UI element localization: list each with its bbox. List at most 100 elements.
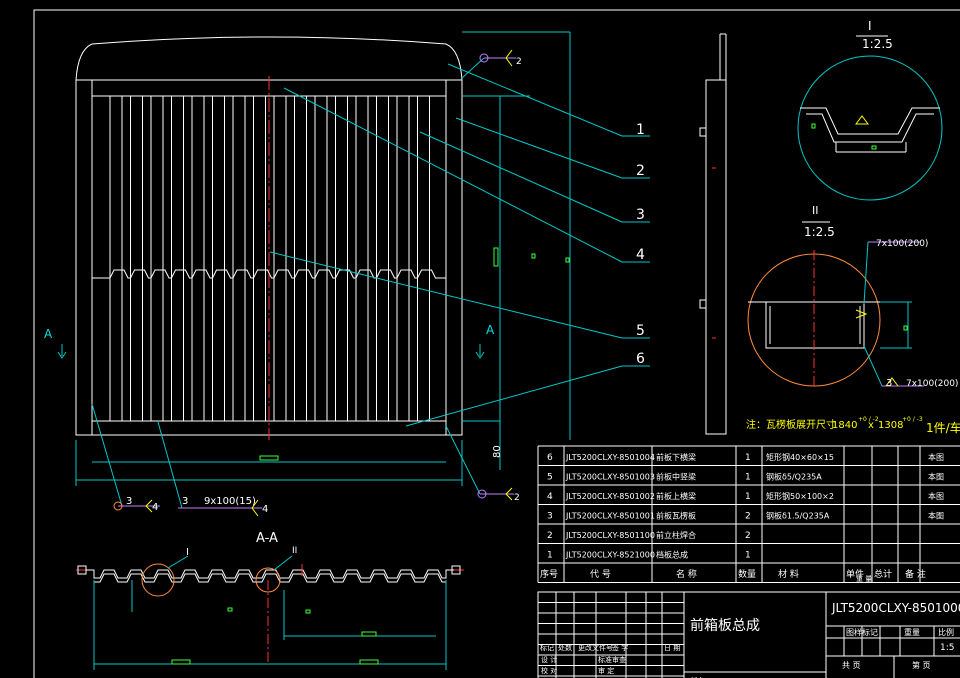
bom-cell-qty: 1 (745, 453, 751, 463)
bom-cell-name: 前板上横梁 (656, 491, 696, 501)
detail-I-label: I (868, 19, 872, 33)
bom-cell-material: 钢板δ5/Q235A (766, 472, 822, 482)
bom-cell-qty: 1 (745, 551, 751, 561)
callout-1: 1 (636, 122, 645, 138)
callout-5: 5 (636, 323, 645, 339)
section-arrow-right (475, 344, 485, 359)
bom-header: 数量 (738, 568, 756, 580)
callout-2: 2 (636, 163, 645, 179)
bom-cell-no: 4 (547, 492, 553, 502)
note-dim-a-tol: +0 / -2 (858, 416, 879, 423)
weld-symbol-bottom-right (445, 425, 514, 501)
drawing-frame (33, 9, 960, 678)
bom-cell-no: 3 (547, 512, 553, 522)
top-arch (75, 36, 463, 81)
detail-I-scale: 1:2.5 (862, 37, 893, 51)
bom-header: 序号 (540, 568, 558, 580)
bom-cell-name: 前板下横梁 (656, 452, 696, 462)
bom-cell-name: 前板中竖梁 (656, 472, 696, 482)
title-block: 前箱板总成JLT5200CLXY-8501000图样标记重量比例1:5共 页第 … (537, 591, 960, 678)
dim-mark-small-2 (565, 257, 570, 263)
bom-cell-material: 钢板δ1.5/Q235A (766, 511, 830, 521)
bom-cell-qty: 1 (745, 492, 751, 502)
note-x: x (868, 420, 874, 431)
bom-cell-code: JLT5200CLXY-8501002 (565, 492, 655, 501)
bom-cell-no: 6 (547, 453, 553, 463)
dim-text-mark (259, 455, 279, 461)
bom-cell-code: JLT5200CLXY-8501004 (565, 453, 655, 462)
bom-cell-qty: 2 (745, 531, 751, 541)
note-dim-b-tol: +0 / -3 (902, 416, 923, 423)
dim-mark-small (531, 253, 536, 259)
callout-6: 6 (636, 351, 645, 367)
note-per-vehicle: 1件/车 (926, 420, 960, 435)
bom-cell-no: 5 (547, 473, 553, 483)
bom-header: 单件 (846, 568, 864, 580)
side-view (699, 33, 727, 435)
bom-cell-code: JLT5200CLXY-8501003 (565, 473, 655, 482)
revision-col: 标记 (540, 643, 554, 652)
sheet-page: 第 页 (912, 660, 931, 670)
note-dim-b: 1308 (878, 420, 903, 431)
section-label: A-A (256, 531, 278, 546)
detail-II-weld-bottom: 7x100(200) (906, 379, 958, 389)
bom-cell-note: 本图 (928, 511, 944, 521)
note-text: 注：瓦楞板展开尺寸 (746, 418, 836, 431)
bom-header-weight: 重 量 (856, 575, 872, 583)
bom-cell-name: 档板总成 (656, 550, 688, 560)
weld-bl-a: 3 (126, 496, 132, 507)
section-arrow-left (57, 344, 67, 359)
weld-bl-b: 4 (152, 502, 158, 513)
weld-symbol-bottom-mid (157, 421, 262, 517)
scale-label: 比例 (938, 627, 954, 637)
stage-label: 图样标记 (846, 627, 878, 637)
bom-cell-code: JLT5200CLXY-8501100 (565, 531, 655, 540)
detail-II-weld-top: 7x100(200) (876, 239, 928, 249)
bom-cell-qty: 1 (745, 473, 751, 483)
middle-beam (92, 269, 446, 279)
bom-cell-qty: 2 (745, 512, 751, 522)
detail-II-scale: 1:2.5 (804, 225, 835, 239)
bom-cell-note: 本图 (928, 452, 944, 462)
sheet-total: 共 页 (842, 661, 861, 670)
side-beam (705, 79, 727, 435)
front-view: 80 A A 1 2 3 4 5 6 2 (44, 31, 650, 517)
bom-cell-note: 本图 (928, 491, 944, 501)
revision-col: 日 期 (664, 644, 680, 652)
bom-cell-code: JLT5200CLXY-8501001 (565, 512, 655, 521)
callout-4: 4 (636, 247, 645, 263)
bom-cell-note: 本图 (928, 472, 944, 482)
bom-header: 总计 (874, 568, 892, 580)
detail-II: II 1:2.5 (747, 204, 924, 387)
section-mark-right: A (486, 323, 495, 337)
note-dim-a: 1840 (832, 420, 857, 431)
bom-cell-name: 前立柱焊合 (656, 530, 696, 540)
bom-cell-material: 矩形钢50×100×2 (766, 491, 834, 501)
bom-cell-name: 前板瓦楞板 (656, 511, 696, 521)
dim-80: 80 (492, 445, 503, 458)
revision-col: 签 字 (612, 643, 628, 652)
weld-symbol-bottom-left (91, 403, 160, 513)
role-label: 设 计 (541, 655, 557, 664)
detail-II-label: II (812, 204, 819, 217)
bom-cell-material: 矩形钢40×60×15 (766, 452, 834, 462)
title-text: 前箱板总成 (690, 617, 760, 634)
bom-header: 名 称 (676, 568, 697, 580)
bom-cell-no: 1 (547, 551, 553, 561)
section-AA: A-A (76, 531, 464, 670)
weld-bm-b: 9x100(15) (204, 496, 256, 507)
detail-I-circle (797, 55, 943, 201)
role-label-2: 审 定 (598, 666, 614, 675)
callout-3: 3 (636, 207, 645, 223)
weld-bm-a: 3 (182, 496, 188, 507)
bom-header: 材 料 (778, 568, 799, 580)
weld-symbol-top-right (461, 49, 516, 79)
detail-I: I 1:2.5 (797, 19, 943, 201)
weight-label: 重量 (904, 627, 920, 637)
section-profile-inner (94, 573, 446, 583)
weld-bottom-right-num: 2 (514, 493, 520, 503)
scale-value: 1:5 (940, 643, 954, 653)
bom-header: 代 号 (590, 569, 611, 580)
